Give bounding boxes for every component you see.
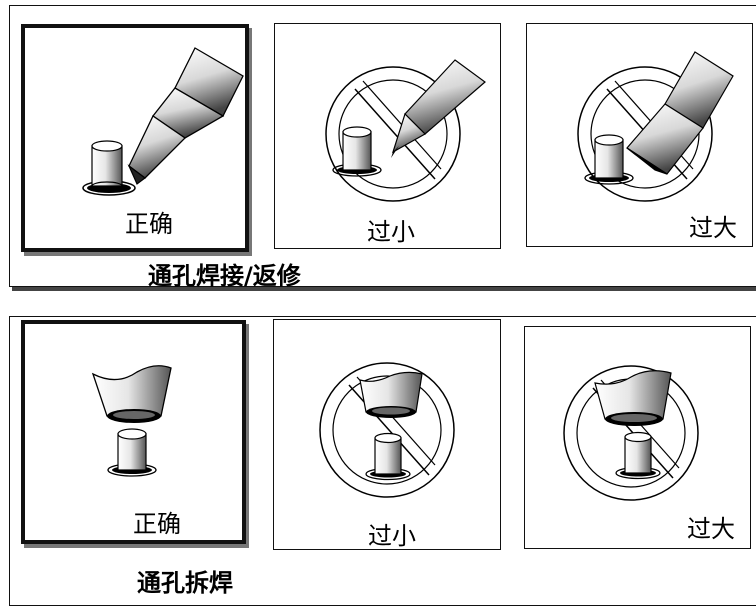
section-title: 通孔焊接/返修 [148,262,301,290]
panel-label: 过小 [368,522,416,550]
soldering-iron-large-tip-prohibited-icon [577,51,734,202]
panel-too-large: 过大 [524,326,751,549]
panel-label: 过大 [689,214,737,242]
through-hole-soldering-section: 正确 过小 [9,5,756,290]
panel-too-small: 过小 [273,319,501,550]
panel-correct: 正确 [21,320,246,544]
soldering-iron-chisel-tip-icon [82,47,244,196]
panel-label: 过大 [687,515,735,543]
panel-label: 过小 [367,218,415,246]
through-hole-desoldering-section: 正确 过小 [9,316,756,606]
panel-label: 正确 [133,510,181,538]
soldering-iron-conical-tip-prohibited-icon [325,59,486,202]
panel-correct: 正确 [21,24,249,252]
panel-label: 正确 [125,210,173,238]
panel-too-large: 过大 [526,23,753,247]
section-title: 通孔拆焊 [137,569,233,597]
desoldering-nozzle-large-prohibited-icon [563,365,699,501]
desoldering-nozzle-small-prohibited-icon [319,362,455,498]
desoldering-nozzle-icon [91,365,172,477]
panel-too-small: 过小 [274,23,501,249]
